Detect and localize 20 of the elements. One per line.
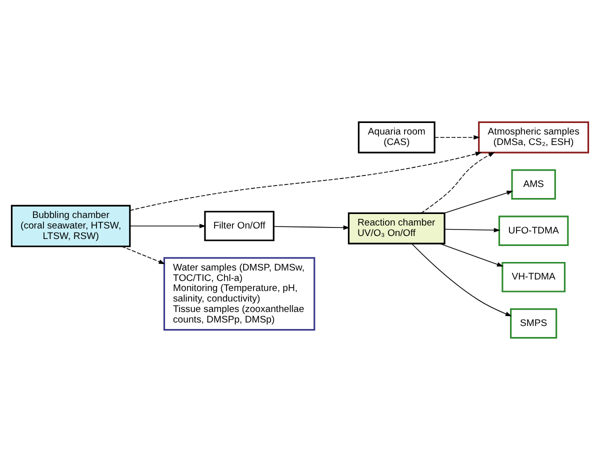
arrow bbox=[444, 190, 514, 214]
node-box: Reaction chamber UV/O₃ On/Off bbox=[348, 212, 446, 244]
node-box: Water samples (DMSP, DMSw, TOC/TIC, Chl-a) Monitoring (Temperature, pH, salinity, conductivity) Tissue samples (zooxanthellae counts, DMSPp, DMSp) bbox=[163, 257, 316, 331]
arrow bbox=[274, 225, 350, 230]
arrow bbox=[420, 152, 495, 214]
arrow bbox=[411, 243, 512, 316]
node-box: Bubbling chamber (coral seawater, HTSW, LTSW, RSW) bbox=[10, 204, 131, 248]
node-box: UFO-TDMA bbox=[498, 216, 569, 246]
node-box: Atmospheric samples (DMSa, CS₂, ESH) bbox=[478, 121, 590, 154]
arrow bbox=[434, 135, 480, 140]
node-box: Filter On/Off bbox=[204, 210, 274, 242]
arrow bbox=[130, 224, 206, 228]
arrow bbox=[444, 228, 500, 232]
node-box: AMS bbox=[511, 169, 556, 200]
node-box: SMPS bbox=[510, 308, 558, 339]
arrow bbox=[121, 246, 166, 264]
arrow bbox=[439, 243, 504, 267]
node-box: Aquaria room (CAS) bbox=[358, 121, 436, 154]
arrow bbox=[130, 152, 482, 211]
node-box: VH-TDMA bbox=[502, 262, 566, 292]
